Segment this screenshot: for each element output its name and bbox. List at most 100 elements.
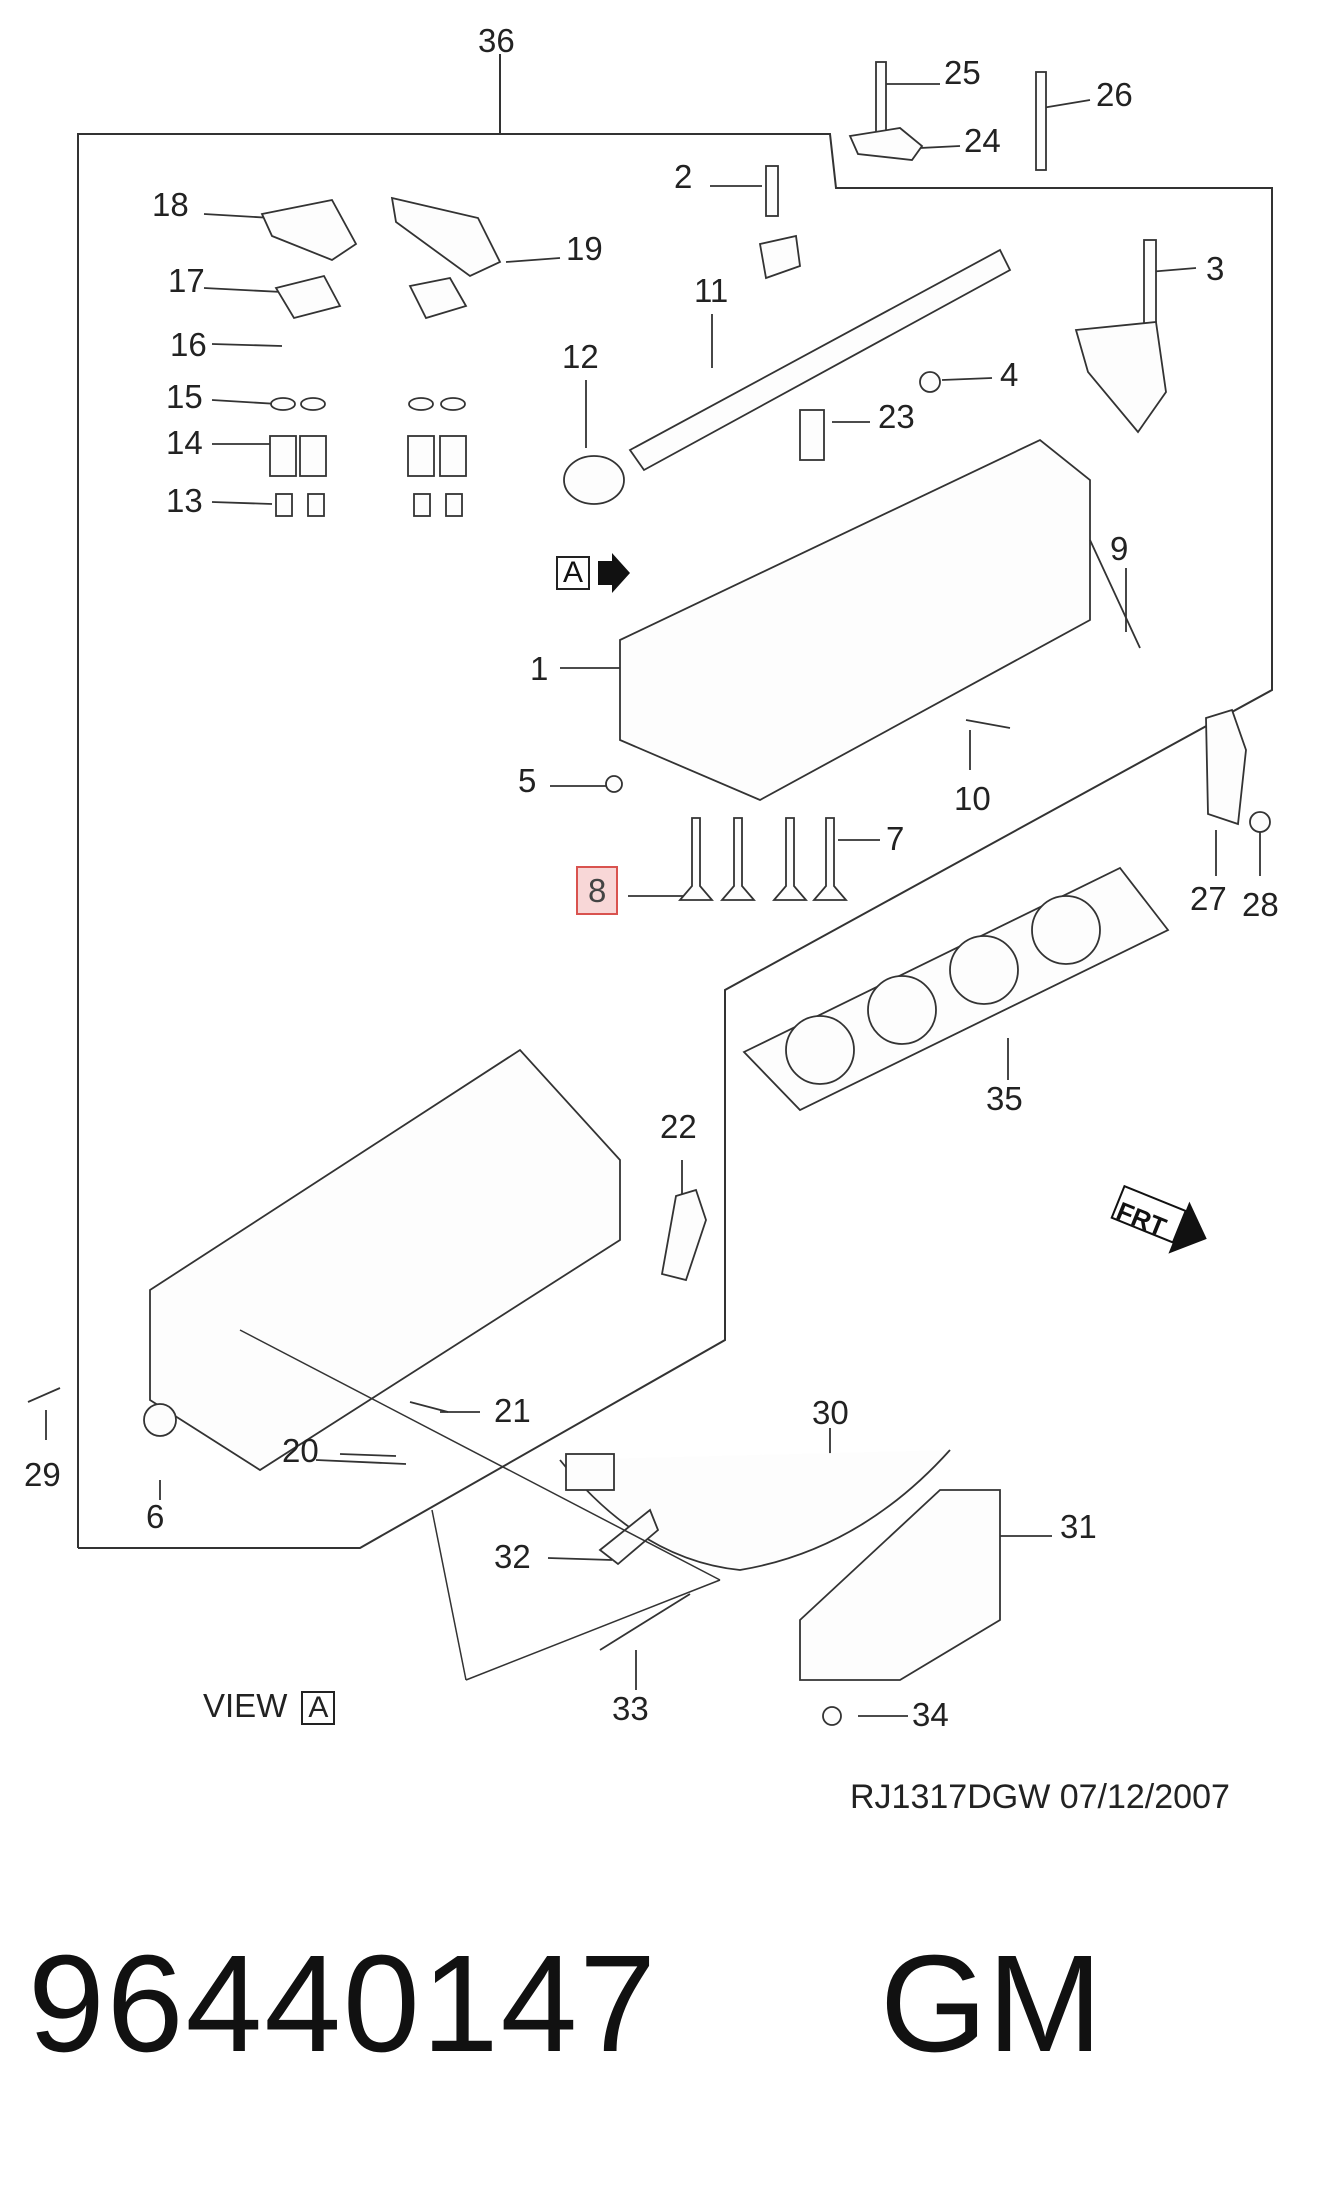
callout-13: 13: [166, 482, 203, 519]
lifter-23: [799, 409, 825, 461]
stud-21: [409, 1401, 449, 1413]
callout-31: 31: [1060, 1508, 1097, 1545]
view-label-text: VIEW: [203, 1687, 288, 1724]
gasket-bore-3: [949, 935, 1019, 1005]
view-marker-box: A: [301, 1691, 336, 1726]
callout-32: 32: [494, 1538, 531, 1575]
plug-4: [919, 371, 941, 393]
callout-33: 33: [612, 1690, 649, 1727]
cylinder-head-view-a: [149, 1048, 621, 1472]
callout-17: 17: [168, 262, 205, 299]
stud-20: [315, 1459, 407, 1465]
spring-14a: [269, 435, 297, 477]
callout-24: 24: [964, 122, 1001, 159]
rocker-17b: [408, 276, 468, 320]
seal-13d: [445, 493, 463, 517]
right-arrow-icon: [598, 553, 631, 593]
connector-30: [565, 1453, 615, 1491]
part-shapes: [27, 61, 1271, 1726]
callout-30: 30: [812, 1394, 849, 1431]
rocker-18: [260, 198, 358, 262]
seal-13c: [413, 493, 431, 517]
callout-19: 19: [566, 230, 603, 267]
front-direction-marker: FRT: [1110, 1182, 1220, 1267]
rocker-19: [390, 196, 502, 278]
callout-20: 20: [282, 1432, 319, 1469]
plug-6: [143, 1403, 177, 1437]
callout-35: 35: [986, 1080, 1023, 1117]
valve-7b: [812, 817, 848, 901]
gasket-bore-2: [867, 975, 937, 1045]
retainer-15c: [408, 397, 434, 411]
callout-18: 18: [152, 186, 189, 223]
camshaft-11: [628, 248, 1012, 472]
nut-34: [822, 1706, 842, 1726]
callout-29: 29: [24, 1456, 61, 1493]
front-arrow-icon: [1110, 1184, 1207, 1254]
callout-28: 28: [1242, 886, 1279, 923]
rocker-17a: [274, 274, 342, 320]
bracket-32: [598, 1508, 660, 1566]
seal-13a: [275, 493, 293, 517]
harness-30: [559, 1449, 951, 1571]
exploded-view-drawing: [27, 54, 1273, 1726]
callout-2: 2: [674, 158, 693, 195]
valve-8b: [720, 817, 756, 901]
part-number: 96440147: [28, 1927, 658, 2081]
bracket-27: [1205, 708, 1247, 826]
stud-29: [27, 1387, 61, 1403]
callout-16: 16: [170, 326, 207, 363]
retainer-15d: [440, 397, 466, 411]
callout-26: 26: [1096, 76, 1133, 113]
stud-9: [1089, 539, 1141, 649]
callout-22: 22: [660, 1108, 697, 1145]
hose-22: [660, 1188, 707, 1282]
callout-10: 10: [954, 780, 991, 817]
cap-2: [758, 234, 801, 280]
leader-lines: [45, 83, 1261, 1717]
bracket-3: [1074, 321, 1167, 434]
bolt-2: [765, 165, 779, 217]
seal-13b: [307, 493, 325, 517]
drawing-reference: RJ1317DGW 07/12/2007: [850, 1778, 1230, 1816]
callout-25: 25: [944, 54, 981, 91]
callout-1: 1: [530, 650, 549, 687]
seal-12: [563, 455, 625, 505]
view-a-arrow-marker: A: [556, 551, 634, 595]
callout-11: 11: [694, 272, 729, 309]
spring-14b: [299, 435, 327, 477]
glow-plug-33: [599, 1593, 691, 1651]
callout-14: 14: [166, 424, 203, 461]
spring-14d: [439, 435, 467, 477]
callout-27: 27: [1190, 880, 1227, 917]
spring-14c: [407, 435, 435, 477]
view-a-label: VIEW A: [203, 1687, 336, 1726]
retainer-15a: [270, 397, 296, 411]
callout-21: 21: [494, 1392, 531, 1429]
valve-7a: [772, 817, 808, 901]
callout-15: 15: [166, 378, 203, 415]
callout-8-highlighted[interactable]: 8: [576, 866, 619, 915]
callout-34: 34: [912, 1696, 949, 1733]
heat-shield-31: [799, 1489, 1001, 1681]
callout-9: 9: [1110, 530, 1129, 567]
gasket-bore-4: [1031, 895, 1101, 965]
arrow-marker-box: A: [556, 556, 590, 590]
cylinder-head-1: [619, 438, 1091, 801]
bracket-24: [848, 127, 924, 161]
frame-outline: [77, 133, 1273, 1549]
callout-4: 4: [1000, 356, 1019, 393]
nut-28: [1249, 811, 1271, 833]
brand-name: GM: [880, 1927, 1103, 2081]
retainer-15b: [300, 397, 326, 411]
callout-6: 6: [146, 1498, 165, 1535]
projection-lines: [239, 1329, 721, 1681]
callout-7: 7: [886, 820, 905, 857]
stud-10: [965, 719, 1011, 729]
bolt-26: [1035, 71, 1047, 171]
callout-3: 3: [1206, 250, 1225, 287]
gasket-bore-1: [785, 1015, 855, 1085]
callout-23: 23: [878, 398, 915, 435]
callout-36: 36: [478, 22, 515, 59]
callout-12: 12: [562, 338, 599, 375]
